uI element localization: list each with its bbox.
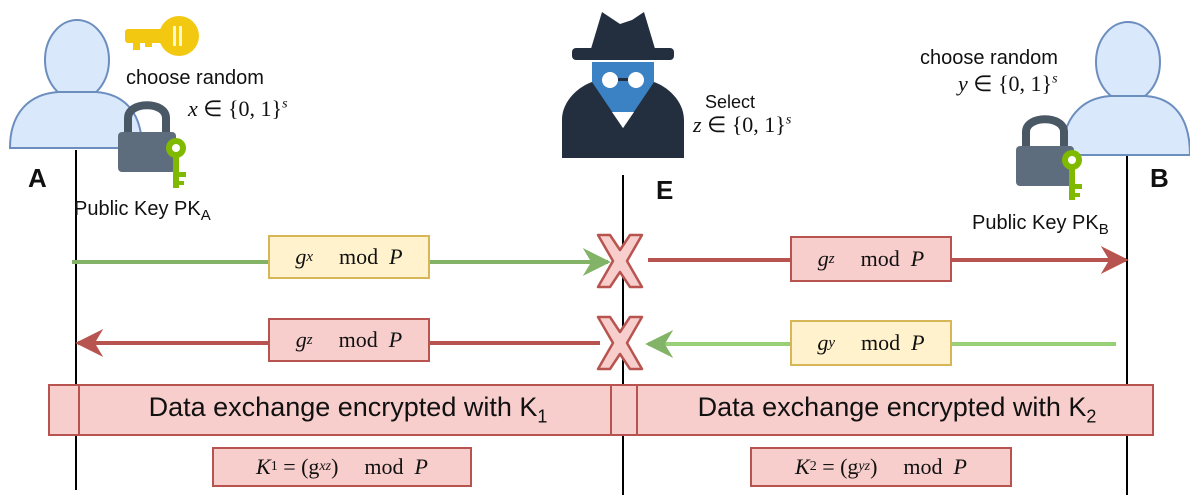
secret-y-expression: y ∈ {0, 1}s	[958, 71, 1058, 96]
secret-x-expression: x ∈ {0, 1}s	[188, 96, 288, 121]
spy-icon	[562, 12, 684, 158]
data-exchange-band-k1: Data exchange encrypted with K1	[48, 384, 638, 436]
cross-mark-icon	[596, 315, 644, 371]
padlock-icon	[1016, 115, 1074, 186]
band-inner-line-left	[78, 386, 80, 434]
public-key-a: Public Key PKA	[74, 198, 211, 224]
band-inner-line-right	[636, 386, 638, 434]
select-label: Select	[705, 92, 756, 112]
public-key-b: Public Key PKB	[972, 212, 1109, 238]
party-a-label: A	[28, 163, 47, 193]
golden-key-icon	[125, 16, 199, 56]
party-b-label: B	[1150, 163, 1169, 193]
party-e-label: E	[656, 175, 674, 205]
user-icon	[8, 19, 144, 149]
padlock-icon	[118, 101, 176, 172]
secret-z-expression: z ∈ {0, 1}s	[693, 112, 792, 137]
green-key-icon	[1062, 150, 1082, 200]
user-icon	[1060, 21, 1190, 156]
green-key-icon	[166, 138, 186, 188]
data-exchange-band-k2: Data exchange encrypted with K2	[610, 384, 1154, 436]
cross-mark-icon	[596, 233, 644, 289]
choose-random-a: choose random	[126, 67, 264, 89]
choose-random-b: choose random	[920, 47, 1058, 69]
